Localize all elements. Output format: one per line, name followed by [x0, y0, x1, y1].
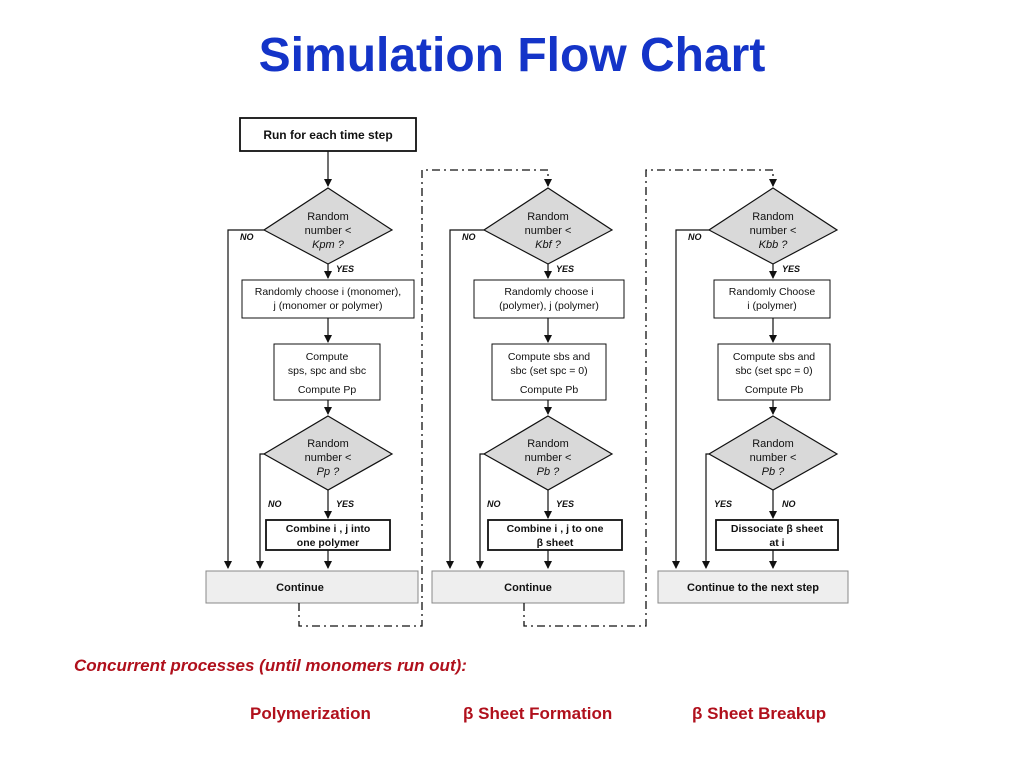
action-line-2: one polymer: [297, 537, 359, 549]
left-branch-2-label: NO: [268, 499, 282, 509]
process-2-line-2: sps, spc and sbc: [288, 365, 366, 377]
left-branch-2: [476, 453, 484, 569]
process-box-2: [273, 343, 381, 401]
process-2-line-3: Compute Pb: [745, 384, 804, 396]
right-branch-2-label: YES: [336, 499, 354, 509]
process-box-1: [713, 279, 831, 319]
no-label-1: NO: [688, 232, 702, 242]
continue-label: Continue: [276, 582, 324, 594]
right-branch-2-label: NO: [782, 499, 796, 509]
process-label-beta-sheet-formation: β Sheet Formation: [463, 704, 613, 723]
process-2-line-1: Compute sbs and: [508, 351, 590, 363]
decision-2-line-2: number <: [525, 452, 572, 464]
decision-1-line-1: Random: [527, 211, 569, 223]
decision-1-line-1: Random: [752, 211, 794, 223]
column-beta-sheet-breakup: Random number < Kbb ? YES NO Randomly Ch…: [657, 187, 849, 604]
right-branch-2-label: YES: [556, 499, 574, 509]
start-box-label: Run for each time step: [263, 128, 392, 142]
decision-2-line-3: Pb ?: [537, 466, 561, 478]
left-branch-2: [702, 453, 710, 569]
column-polymerization: Random number < Kpm ? YES NO Randomly ch…: [205, 151, 419, 604]
no-label-1: NO: [462, 232, 476, 242]
concurrent-link-2: [523, 169, 777, 627]
action-box: [715, 519, 839, 551]
action-line-1: Combine i , j to one: [507, 523, 604, 535]
decision-2-line-1: Random: [307, 438, 349, 450]
concurrent-link-1: [298, 169, 552, 627]
process-1-line-1: Randomly choose i (monomer),: [255, 286, 401, 298]
process-2-line-3: Compute Pp: [298, 384, 357, 396]
decision-2-line-3: Pp ?: [317, 466, 341, 478]
yes-label-1: YES: [336, 264, 354, 274]
process-2-line-2: sbc (set spc = 0): [510, 365, 587, 377]
decision-2-line-1: Random: [527, 438, 569, 450]
process-2-line-1: Compute: [306, 351, 349, 363]
action-line-2: β sheet: [537, 537, 574, 549]
continue-box: [657, 570, 849, 604]
yes-label-1: YES: [556, 264, 574, 274]
decision-2-line-2: number <: [750, 452, 797, 464]
continue-label: Continue to the next step: [687, 582, 819, 594]
action-box: [487, 519, 623, 551]
decision-2-line-3: Pb ?: [762, 466, 786, 478]
action-line-1: Dissociate β sheet: [731, 523, 824, 535]
left-branch-2-label: YES: [714, 499, 732, 509]
decision-2-line-2: number <: [305, 452, 352, 464]
decision-1-line-2: number <: [305, 225, 352, 237]
process-2-line-1: Compute sbs and: [733, 351, 815, 363]
no-branch-1: [672, 229, 709, 569]
process-box-2: [491, 343, 607, 401]
continue-box: [431, 570, 625, 604]
yes-label-1: YES: [782, 264, 800, 274]
decision-1-line-3: Kbb ?: [759, 239, 789, 251]
slide-title: Simulation Flow Chart: [258, 29, 766, 82]
process-box-1: [241, 279, 415, 319]
process-1-line-2: i (polymer): [747, 300, 797, 312]
flowchart: Run for each time step Random number < K…: [205, 117, 849, 627]
action-line-2: at i: [769, 537, 784, 549]
no-branch-1: [446, 229, 484, 569]
process-1-line-1: Randomly choose i: [504, 286, 593, 298]
decision-1-line-3: Kbf ?: [535, 239, 562, 251]
decision-1-line-2: number <: [525, 225, 572, 237]
no-branch-1: [224, 229, 264, 569]
process-box-2: [717, 343, 831, 401]
left-branch-2: [256, 453, 264, 569]
process-label-beta-sheet-breakup: β Sheet Breakup: [692, 704, 827, 723]
process-label-polymerization: Polymerization: [250, 704, 371, 723]
process-1-line-2: (polymer), j (polymer): [499, 300, 599, 312]
decision-1-line-1: Random: [307, 211, 349, 223]
no-label-1: NO: [240, 232, 254, 242]
decision-1-line-2: number <: [750, 225, 797, 237]
left-branch-2-label: NO: [487, 499, 501, 509]
decision-2-line-1: Random: [752, 438, 794, 450]
process-box-1: [473, 279, 625, 319]
continue-box: [205, 570, 419, 604]
start-box: [239, 117, 417, 152]
process-1-line-1: Randomly Choose: [729, 286, 816, 298]
concurrent-processes-caption: Concurrent processes (until monomers run…: [74, 656, 467, 675]
process-1-line-2: j (monomer or polymer): [272, 300, 382, 312]
decision-1-line-3: Kpm ?: [312, 239, 345, 251]
column-beta-sheet-formation: Random number < Kbf ? YES NO Randomly ch…: [431, 187, 625, 604]
process-2-line-2: sbc (set spc = 0): [735, 365, 812, 377]
continue-label: Continue: [504, 582, 552, 594]
process-2-line-3: Compute Pb: [520, 384, 579, 396]
action-line-1: Combine i , j into: [286, 523, 371, 535]
